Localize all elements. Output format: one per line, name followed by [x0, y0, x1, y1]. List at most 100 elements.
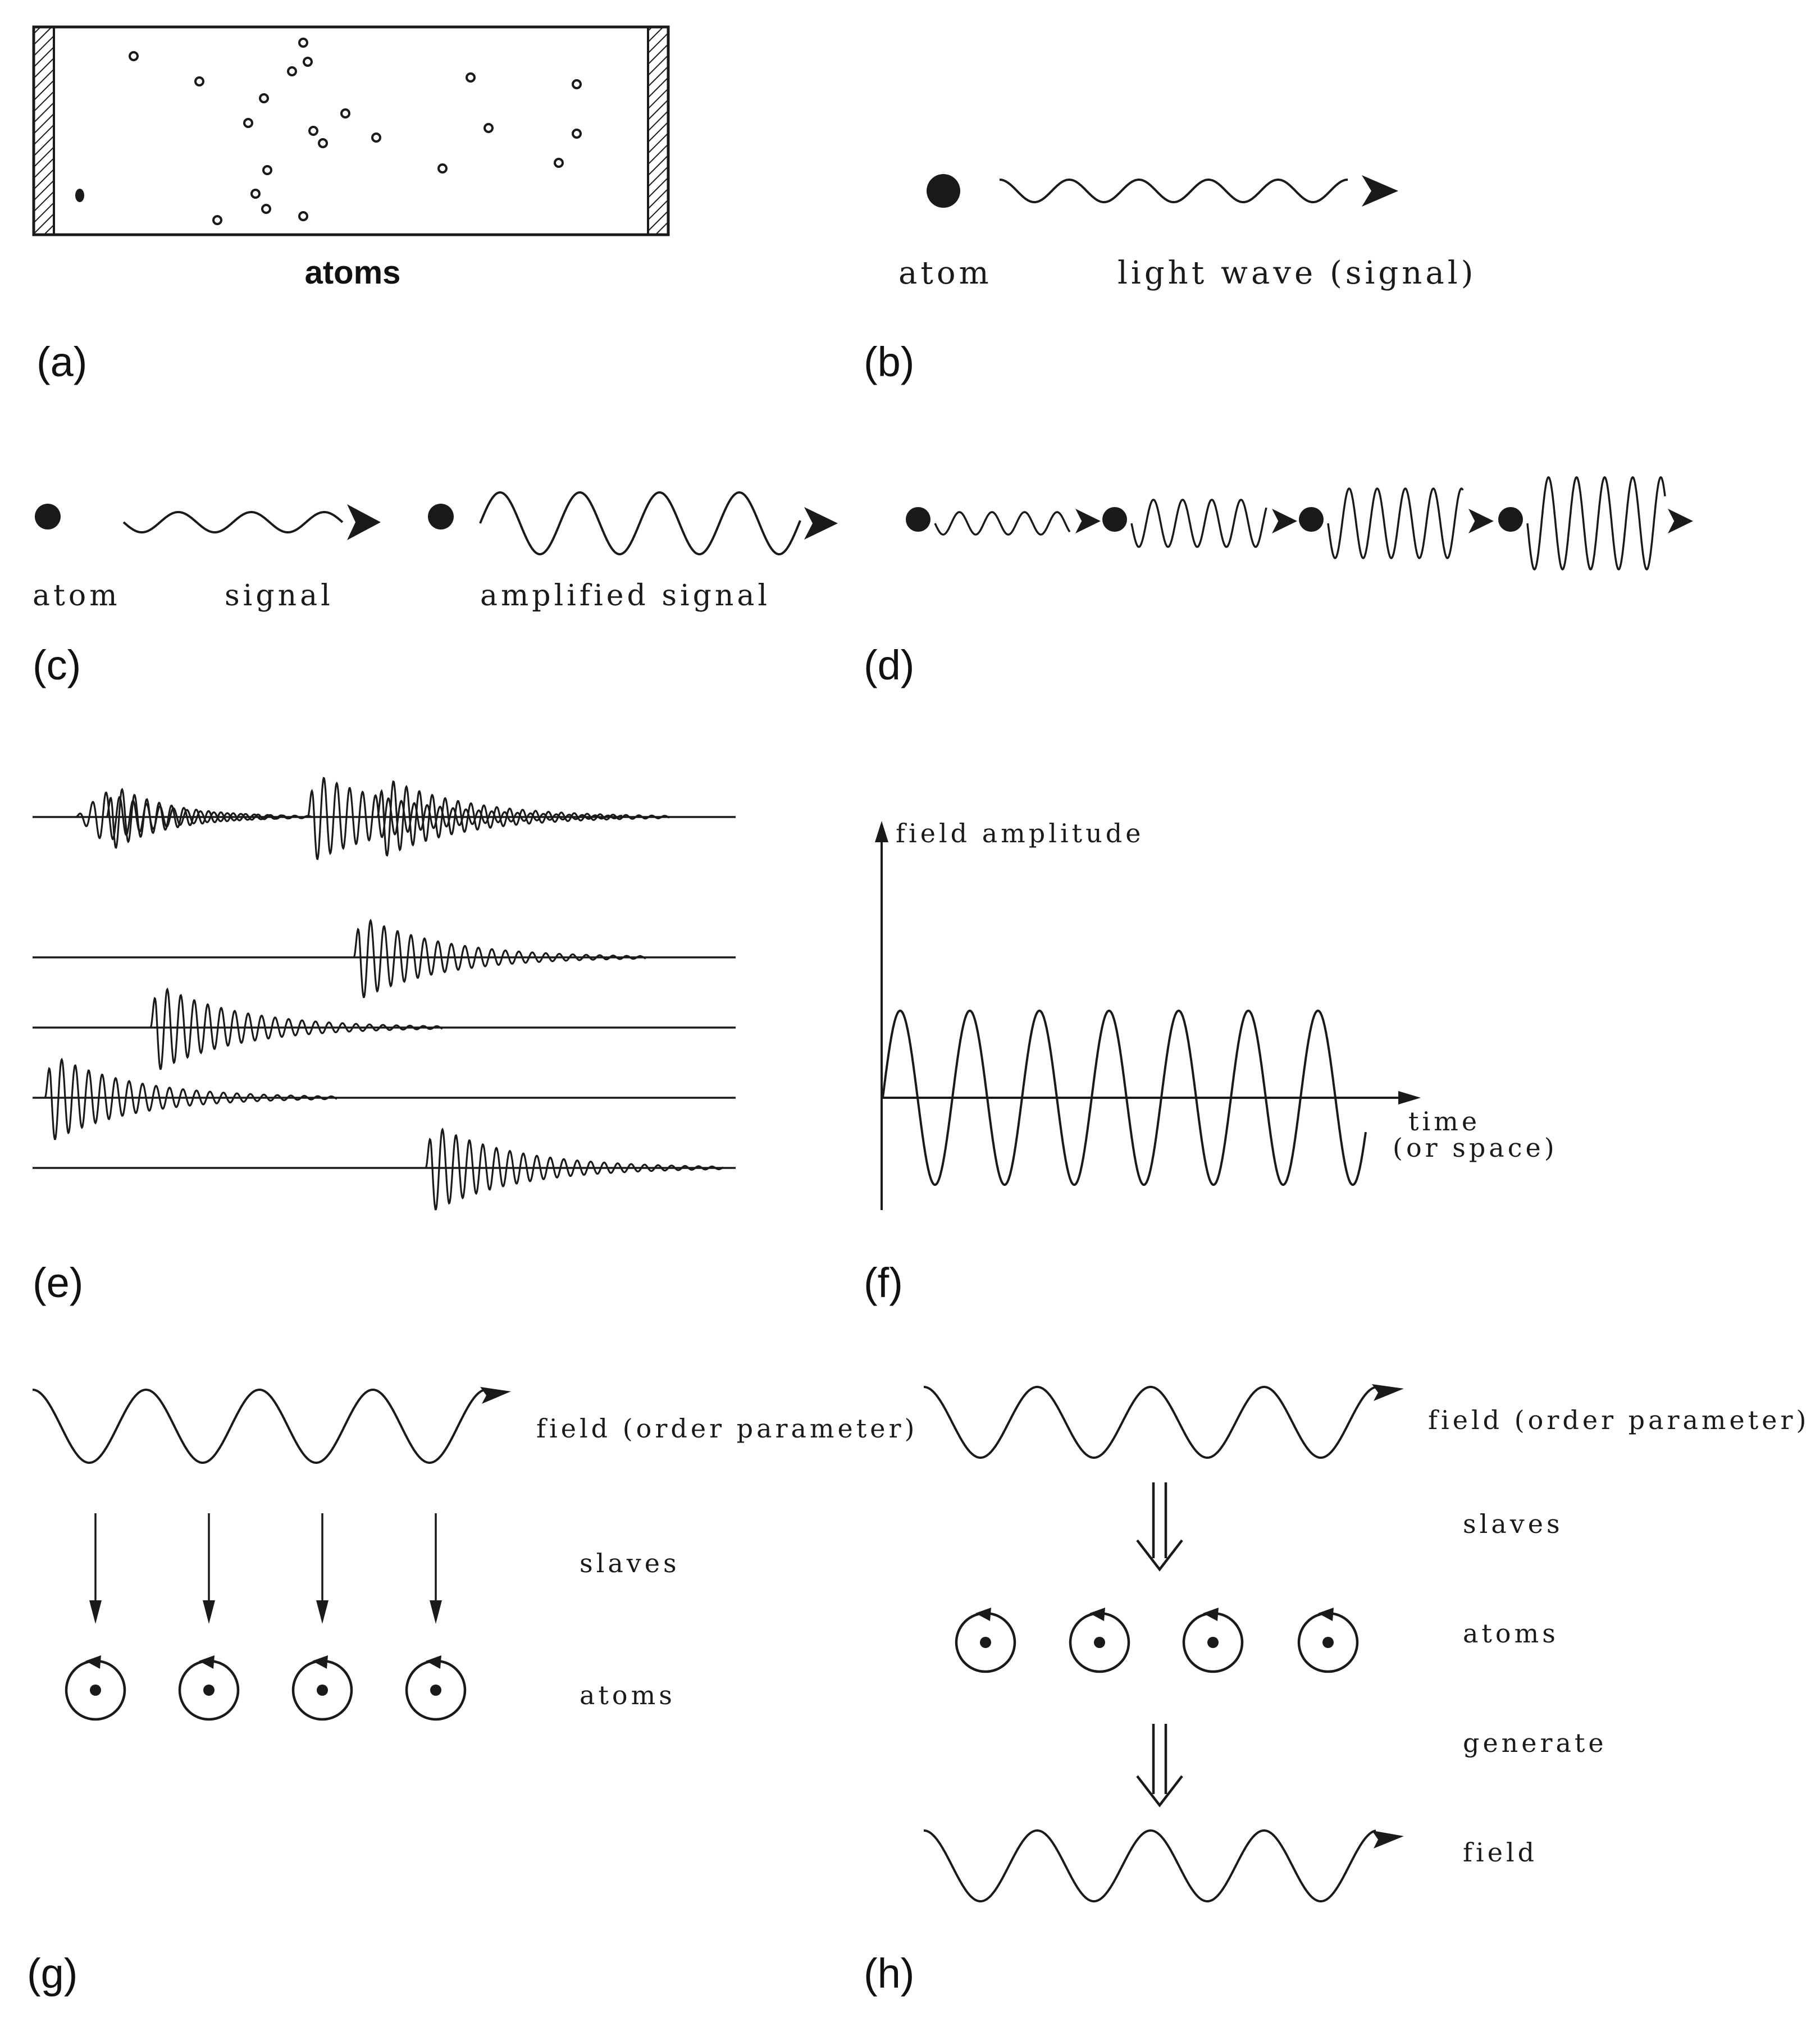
- light-wave-label: light wave (signal): [1117, 255, 1477, 291]
- signal-wave: [122, 511, 344, 533]
- panel-f: field amplitude time (or space) (f): [864, 818, 1558, 1306]
- atom-nucleus: [1094, 1637, 1105, 1648]
- atom-dot: [1102, 507, 1127, 532]
- panel-letter-b: (b): [864, 339, 914, 385]
- atom-circle: [318, 138, 328, 148]
- or-space-label: (or space): [1393, 1133, 1558, 1163]
- atom-circle: [262, 165, 272, 175]
- growing-signal-wave: [1130, 499, 1267, 548]
- atom-dot: [1498, 507, 1523, 532]
- light-wave: [1000, 179, 1348, 203]
- slaving-arrowhead: [203, 1600, 215, 1624]
- decaying-wave-train: [425, 1128, 724, 1211]
- decaying-wave-train: [307, 777, 623, 860]
- atom-circle: [298, 211, 308, 221]
- panel-letter-e: (e): [33, 1259, 83, 1306]
- decaying-wave-train: [106, 787, 309, 849]
- atom-circle: [303, 57, 313, 67]
- rotation-arrowhead: [1089, 1608, 1105, 1621]
- atom-circle: [261, 204, 271, 214]
- atom-circle: [250, 189, 261, 199]
- signal-arrowhead: [1272, 509, 1297, 533]
- atom-dot: [906, 507, 930, 532]
- atom-dot: [1299, 507, 1324, 532]
- excited-atom: [75, 189, 84, 202]
- atom-circle: [308, 126, 318, 136]
- atom-dot: [35, 504, 61, 530]
- atoms-label: atoms: [580, 1680, 676, 1710]
- slaving-arrowhead: [430, 1600, 442, 1624]
- atom-circle: [483, 123, 494, 133]
- rotation-arrowhead: [199, 1655, 215, 1669]
- decaying-wave-train: [376, 780, 670, 857]
- atom-circle: [243, 118, 253, 128]
- panel-letter-c: (c): [33, 642, 81, 688]
- left-mirror: [33, 26, 55, 236]
- atom-circle: [371, 133, 381, 143]
- y-axis-arrowhead: [875, 821, 888, 842]
- decaying-wave-train: [353, 919, 646, 998]
- panel-letter-h: (h): [864, 1950, 914, 1997]
- atom-circle: [437, 163, 448, 174]
- field-arrowhead: [1372, 1384, 1404, 1401]
- generated-field-wave: [924, 1829, 1376, 1902]
- amplified-signal-wave: [479, 491, 801, 555]
- atom-circle: [259, 93, 269, 103]
- signal-label: signal: [225, 579, 334, 613]
- double-arrow-head: [1136, 1539, 1183, 1572]
- decaying-wave-train: [149, 987, 443, 1070]
- atom-circle: [298, 38, 308, 48]
- atom-circle: [194, 76, 204, 86]
- rotation-arrowhead: [1318, 1608, 1334, 1621]
- growing-signal-wave: [934, 511, 1071, 536]
- field-sine-wave: [882, 1009, 1367, 1186]
- double-arrow-head: [1136, 1775, 1183, 1808]
- decaying-wave-train: [44, 1057, 337, 1140]
- atom-circle: [287, 66, 297, 76]
- time-label: time: [1408, 1106, 1480, 1136]
- panel-letter-d: (d): [864, 642, 914, 688]
- rotation-arrowhead: [975, 1608, 991, 1621]
- signal-arrowhead: [347, 504, 381, 540]
- signal-arrowhead: [1468, 509, 1494, 533]
- atom-nucleus: [1322, 1637, 1334, 1648]
- field-arrowhead: [480, 1387, 511, 1404]
- order-parameter-field-wave: [33, 1389, 483, 1464]
- panel-letter-f: (f): [864, 1259, 903, 1306]
- atom-nucleus: [430, 1685, 441, 1696]
- atom-circle: [129, 51, 139, 61]
- rotation-arrowhead: [85, 1655, 101, 1669]
- atom-nucleus: [1207, 1637, 1219, 1648]
- atom-circle: [212, 215, 222, 225]
- right-mirror: [647, 26, 669, 236]
- panel-g: field (order parameter) slaves atoms (g): [27, 1387, 914, 1997]
- field-label: field: [1463, 1837, 1538, 1868]
- generate-label: generate: [1463, 1728, 1607, 1758]
- atom-label: atom: [33, 579, 121, 613]
- amplified-arrowhead: [804, 507, 838, 540]
- rotation-arrowhead: [1203, 1608, 1219, 1621]
- atoms-label: atoms: [1463, 1618, 1559, 1649]
- wave-arrowhead: [1362, 175, 1398, 207]
- slaves-label: slaves: [580, 1548, 680, 1578]
- panel-e: (e): [33, 777, 736, 1306]
- atom-circle: [466, 72, 476, 83]
- atom-nucleus: [980, 1637, 991, 1648]
- rotation-arrowhead: [312, 1655, 328, 1669]
- atom-dots: [129, 38, 582, 225]
- panel-letter-g: (g): [27, 1950, 77, 1997]
- atom-dot: [927, 174, 960, 208]
- panel-c: atom signal amplified signal (c): [33, 491, 838, 688]
- atom-circle: [340, 108, 350, 118]
- panel-b: atom light wave (signal) (b): [864, 174, 1477, 385]
- generated-field-arrowhead: [1372, 1831, 1404, 1848]
- atom-nucleus: [203, 1685, 215, 1696]
- atom-circle: [572, 129, 582, 139]
- atom-nucleus: [317, 1685, 328, 1696]
- signal-arrowhead: [1668, 509, 1693, 533]
- order-parameter-field-wave: [924, 1386, 1376, 1459]
- atom-dot: [428, 504, 454, 530]
- x-axis-arrowhead: [1398, 1091, 1421, 1104]
- field-amplitude-label: field amplitude: [896, 818, 1144, 848]
